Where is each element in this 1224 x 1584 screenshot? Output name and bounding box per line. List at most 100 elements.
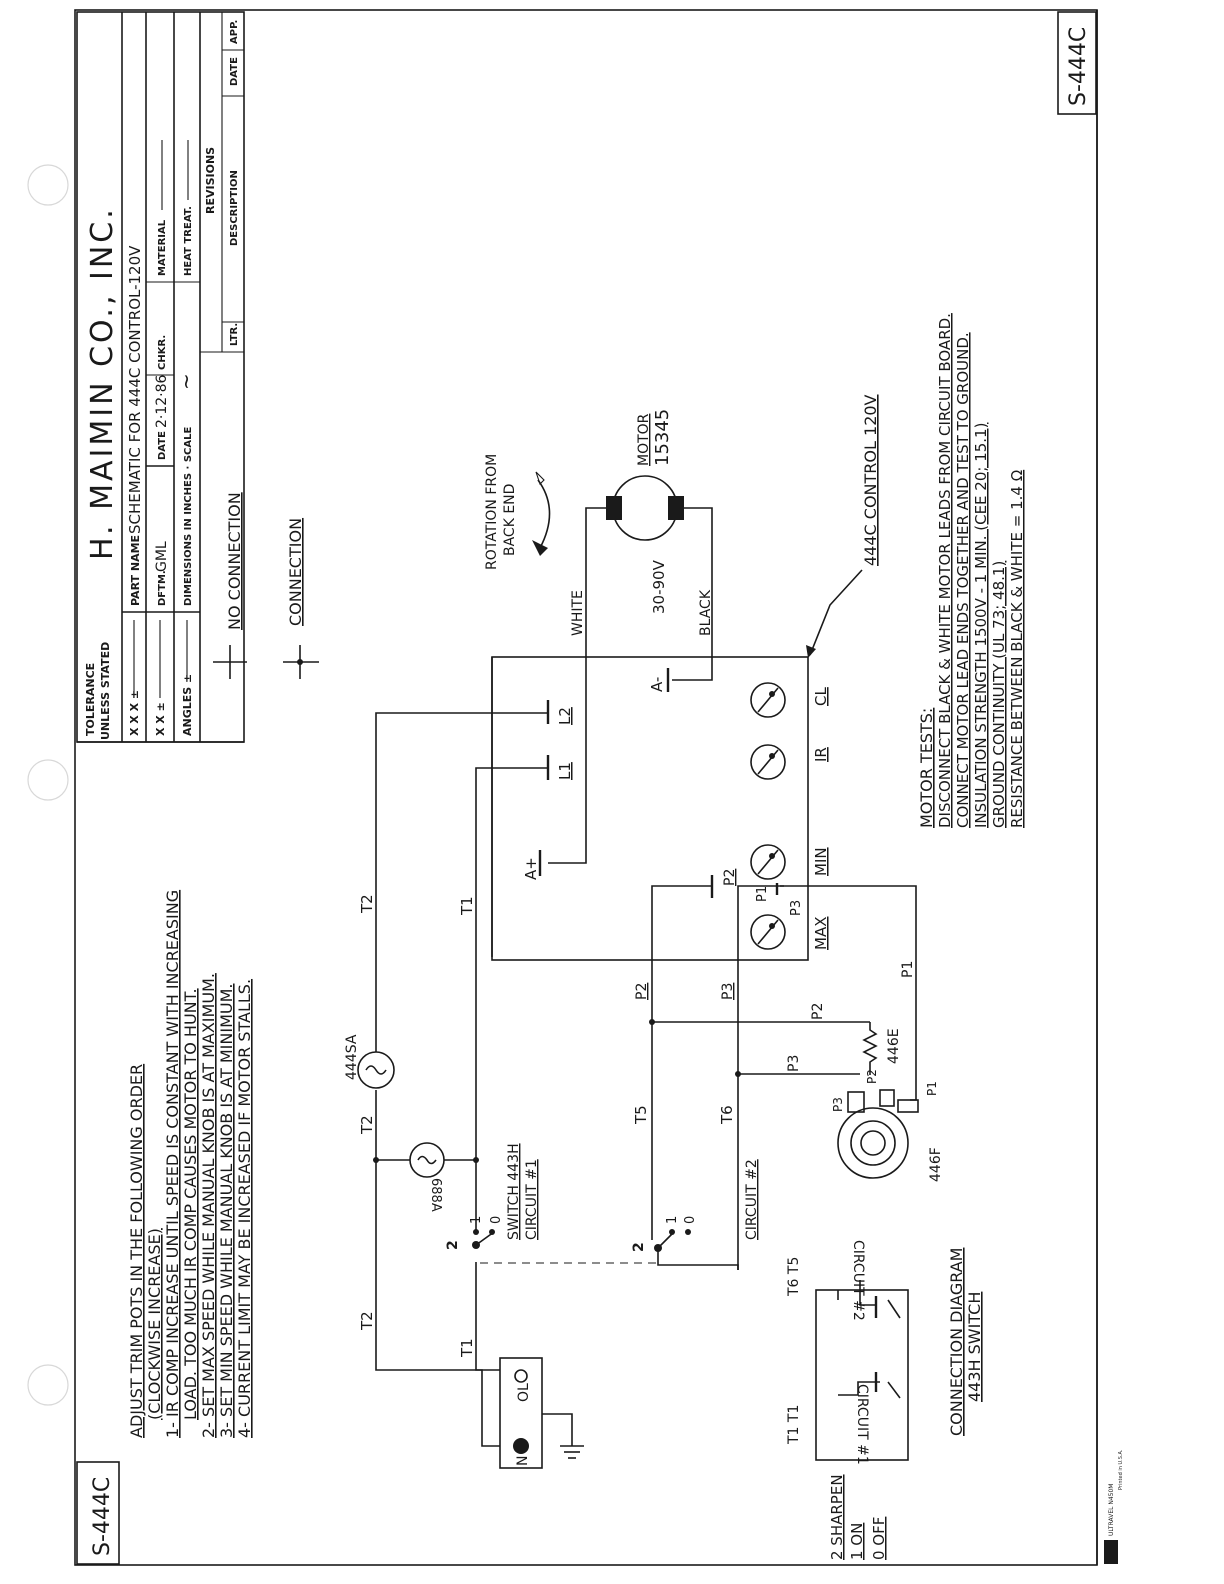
instruction-step-1: 1- IR COMP INCREASE UNTIL SPEED IS CONST…: [163, 890, 182, 1438]
motor-tests-heading: MOTOR TESTS:: [917, 708, 936, 828]
drafter-label: DFTM.: [157, 570, 168, 606]
switch-1-pos-2: 2: [445, 1240, 461, 1250]
instructions-heading: ADJUST TRIM POTS IN THE FOLLOWING ORDER: [127, 1064, 146, 1438]
instructions-heading-note: (CLOCKWISE INCREASE): [145, 1228, 164, 1420]
knob-pot-p3: P3: [831, 1097, 845, 1112]
instruction-step-1-cont: LOAD. TOO MUCH IR COMP CAUSES MOTOR TO H…: [181, 988, 200, 1420]
material-label: MATERIAL: [157, 219, 168, 276]
drawing-number-top: S-444C: [1066, 27, 1091, 106]
part-name-label: PART NAME: [129, 535, 142, 606]
dimensions-label: DIMENSIONS IN INCHES · SCALE: [183, 427, 194, 606]
knob-pot-446f[interactable]: [837, 1089, 919, 1179]
drafter: GML: [154, 541, 170, 572]
tolerance-heading: TOLERANCE: [84, 663, 97, 736]
motor-test-line-1: DISCONNECT BLACK & WHITE MOTOR LEADS FRO…: [936, 313, 954, 828]
wire-label-t2-bottom: T2: [358, 1311, 376, 1331]
trim-pot-min[interactable]: [750, 844, 786, 880]
motor-black-lead: BLACK: [698, 589, 714, 636]
trim-pot-max-label: MAX: [812, 917, 830, 950]
checker-label: CHKR.: [157, 335, 168, 370]
wire-label-p2: P2: [634, 983, 650, 1000]
trim-pot-cl[interactable]: [750, 682, 786, 718]
date-label: DATE: [157, 431, 168, 460]
instruction-step-3: 3- SET MIN SPEED WHILE MANUAL KNOB IS AT…: [217, 984, 236, 1438]
tolerance-angles: ANGLES ±: [181, 674, 194, 736]
terminal-a-plus: A+: [522, 857, 540, 880]
wire-label-t1-top: T1: [458, 896, 476, 916]
resistor-446e: [862, 1022, 878, 1075]
resistor-446e-label: 446E: [886, 1028, 902, 1064]
drawing-number-bottom: S-444C: [90, 1477, 115, 1556]
lamp-688a-label: 688A: [428, 1178, 443, 1212]
trim-pot-min-label: MIN: [812, 847, 830, 876]
terminal-n-label: N: [515, 1456, 531, 1466]
terminal-p1: P1: [755, 886, 770, 902]
heat-treat-label: HEAT TREAT.: [183, 206, 194, 276]
motor-white-lead: WHITE: [570, 590, 586, 636]
switch-2-pos-1: 1: [665, 1216, 680, 1224]
terminal-ol[interactable]: [514, 1369, 528, 1383]
terminal-a-minus: A-: [648, 677, 666, 692]
terminal-n[interactable]: [513, 1438, 529, 1454]
lamp-688a: [409, 1142, 445, 1178]
wire-label-p3-side: P3: [786, 1055, 802, 1072]
description-label: DESCRIPTION: [229, 170, 240, 246]
switch-443h-label: SWITCH 443H: [506, 1143, 522, 1240]
motor-15345: [606, 475, 684, 541]
trim-pot-max[interactable]: [750, 914, 786, 950]
trim-pot-cl-label: CL: [812, 687, 830, 706]
legend-no-connection: NO CONNECTION: [225, 492, 244, 630]
switch-1-pos-1: 1: [469, 1216, 484, 1224]
motor-voltage: 30-90V: [650, 559, 668, 614]
date-value: 2·12·86: [154, 374, 170, 428]
switch-circuit-1-label: CIRCUIT #1: [524, 1159, 540, 1240]
trim-pot-ir-label: IR: [812, 747, 830, 762]
approval-label: APP.: [229, 20, 240, 44]
control-callout: 444C CONTROL 120V: [861, 394, 880, 566]
lamp-444sa-label: 444SA: [344, 1034, 360, 1080]
wire-label-t2-top: T2: [358, 894, 376, 914]
tolerance-xxx: X X X ±: [128, 690, 141, 736]
switch-1-pos-0: 0: [489, 1216, 504, 1224]
connection-diagram-circuit-2: CIRCUIT #2: [850, 1240, 866, 1321]
wire-label-t5: T5: [632, 1105, 650, 1125]
connection-diagram-t1-t1: T1 T1: [786, 1405, 802, 1445]
switch-legend-sharpen: 2 SHARPEN: [828, 1474, 846, 1560]
company-name: H. MAIMIN CO., INC.: [85, 206, 120, 560]
binder-hole-bottom: [27, 1364, 69, 1406]
connection-legend: NO CONNECTION CONNECTION: [213, 492, 319, 679]
knob-pot-p1: P1: [925, 1081, 939, 1096]
terminal-l2: L2: [556, 707, 574, 725]
connection-diagram-subtitle: 443H SWITCH: [965, 1292, 984, 1402]
footer-brand: ULTRAVEL N450M: [1108, 1484, 1115, 1536]
switch-legend-off: 0 OFF: [870, 1517, 888, 1560]
ltr-label: LTR.: [229, 323, 240, 346]
terminal-p2: P2: [722, 869, 738, 886]
connection-diagram-443h: [815, 1280, 909, 1461]
wire-label-p3: P3: [720, 983, 736, 1000]
knob-pot-p2: P2: [865, 1069, 879, 1084]
motor-rotation-2: BACK END: [502, 484, 518, 556]
binder-hole-top: [27, 164, 69, 206]
motor-test-line-4: GROUND CONTINUITY (UL 73; 48.1): [990, 561, 1008, 828]
motor-part-number: 15345: [652, 409, 673, 466]
scale-value: ~: [174, 373, 198, 390]
switch-2-pos-0: 0: [683, 1216, 698, 1224]
switch-legend-on: 1 ON: [848, 1523, 866, 1560]
lamp-444sa: [357, 1051, 395, 1089]
instruction-step-4: 4- CURRENT LIMIT MAY BE INCREASED IF MOT…: [235, 979, 254, 1438]
knob-pot-446f-label: 446F: [928, 1147, 944, 1182]
rotation-arrow-icon: [537, 479, 551, 549]
trim-pot-ir[interactable]: [750, 744, 786, 780]
switch-443h-circuit-1[interactable]: [472, 1229, 495, 1249]
terminal-ol-label: OL: [516, 1383, 532, 1402]
tolerance-subheading: UNLESS STATED: [99, 642, 112, 740]
wire-label-t2-mid: T2: [358, 1115, 376, 1135]
instruction-step-2: 2- SET MAX SPEED WHILE MANUAL KNOB IS AT…: [199, 973, 218, 1438]
motor-test-line-3: INSULATION STRENGTH 1500V - 1 MIN. (CEE …: [972, 423, 990, 828]
title-block: TOLERANCE UNLESS STATED X X X ± X X ± AN…: [76, 11, 245, 743]
connection-diagram-title: CONNECTION DIAGRAM: [947, 1248, 966, 1436]
binder-hole-middle: [27, 759, 69, 801]
schematic: 444SA 688A L2 L1 A- A+ P2 P1 P3 CL: [344, 394, 984, 1560]
